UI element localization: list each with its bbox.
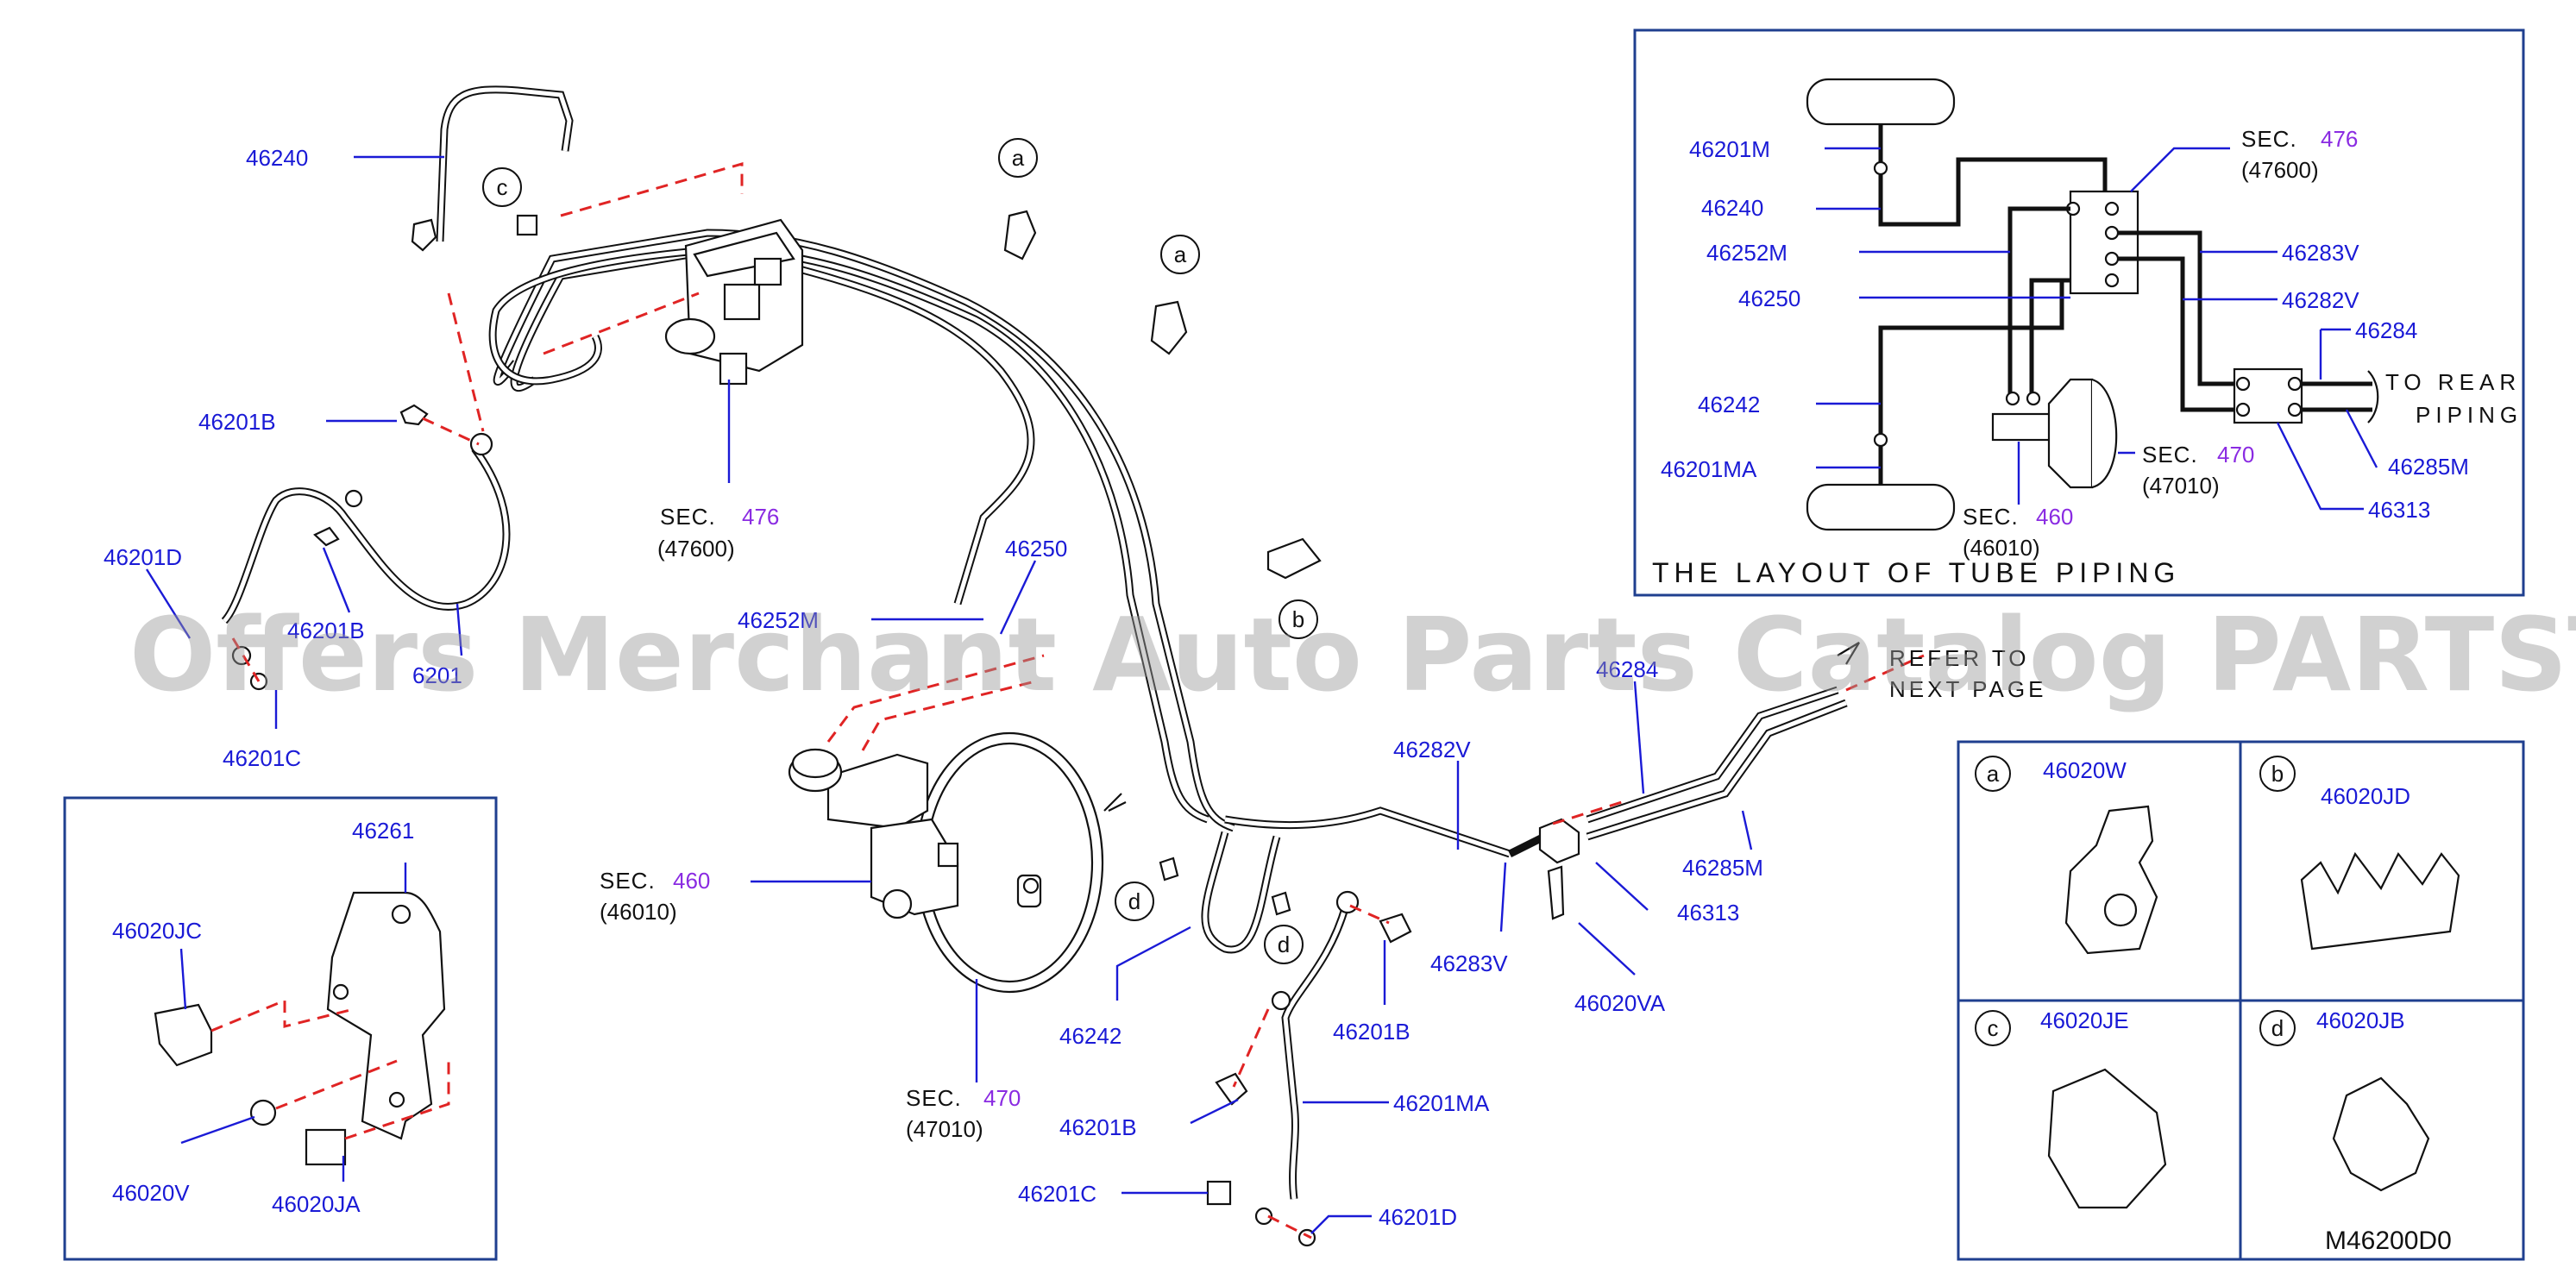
svg-text:46020JB: 46020JB	[2316, 1007, 2405, 1033]
svg-text:46282V: 46282V	[2282, 287, 2359, 313]
label-46261: 46261	[352, 818, 414, 844]
abs-actuator	[664, 218, 804, 386]
svg-text:(46010): (46010)	[1963, 535, 2040, 561]
svg-text:SEC.: SEC.	[600, 868, 656, 894]
svg-text:SEC.: SEC.	[906, 1085, 962, 1111]
svg-text:SEC.: SEC.	[2142, 442, 2198, 467]
svg-text:46020JD: 46020JD	[2321, 783, 2410, 809]
svg-text:460: 460	[2036, 504, 2073, 530]
svg-text:46020JE: 46020JE	[2040, 1007, 2129, 1033]
svg-text:SEC.: SEC.	[660, 504, 716, 530]
layout-box-title: THE LAYOUT OF TUBE PIPING	[1652, 557, 2180, 588]
callout-c: c	[482, 167, 522, 207]
clip-box: a 46020W b 46020JD c 46020JE d 46020JB M…	[1957, 740, 2525, 1261]
label-46201D-left: 46201D	[104, 544, 182, 570]
front-left-hose	[221, 218, 511, 691]
svg-text:46284: 46284	[2355, 317, 2417, 343]
callout-d-1: d	[1115, 882, 1154, 921]
label-46240: 46240	[246, 145, 308, 171]
watermark: Offers Merchant Auto Parts Catalog PARTS…	[129, 595, 2576, 714]
label-46020V: 46020V	[112, 1180, 190, 1206]
label-46201B-left: 46201B	[287, 618, 365, 643]
callout-a-2: a	[1160, 235, 1200, 274]
svg-text:470: 470	[2217, 442, 2254, 467]
junction-46313	[1538, 818, 1580, 920]
svg-text:SEC.: SEC.	[1963, 504, 2019, 530]
svg-text:46285M: 46285M	[2388, 454, 2469, 480]
label-46313: 46313	[1677, 900, 1739, 925]
svg-text:46020W: 46020W	[2043, 757, 2127, 783]
svg-text:b: b	[2271, 761, 2284, 787]
part-labels-main: 46240 46201B 46201D 46201B 6201 46201C 4…	[104, 145, 2046, 1234]
svg-text:c: c	[1988, 1015, 1999, 1041]
label-46020JC: 46020JC	[112, 918, 202, 944]
label-46201-left: 6201	[412, 662, 462, 688]
svg-text:46252M: 46252M	[1706, 240, 1787, 266]
layout-box: 46201M 46240 46252M 46250 46242 46201MA …	[1633, 28, 2525, 597]
svg-text:46201MA: 46201MA	[1661, 456, 1757, 482]
callout-a-1: a	[998, 138, 1038, 178]
svg-text:a: a	[1174, 242, 1187, 267]
svg-text:476: 476	[2321, 126, 2358, 152]
svg-text:d: d	[2271, 1015, 2284, 1041]
svg-text:d: d	[1128, 888, 1140, 914]
svg-text:46240: 46240	[1701, 195, 1763, 221]
label-46020VA: 46020VA	[1574, 990, 1666, 1016]
label-46250: 46250	[1005, 536, 1067, 562]
svg-text:a: a	[1012, 145, 1025, 171]
svg-text:(47600): (47600)	[2241, 157, 2319, 183]
svg-text:(47600): (47600)	[657, 536, 735, 562]
label-46201C-left: 46201C	[223, 745, 301, 771]
svg-text:PIPING: PIPING	[2416, 402, 2523, 428]
master-cylinder	[788, 748, 1127, 919]
svg-text:(47010): (47010)	[906, 1116, 983, 1142]
svg-text:TO REAR: TO REAR	[2385, 369, 2521, 395]
label-46201D-low: 46201D	[1379, 1204, 1457, 1230]
svg-text:c: c	[497, 174, 508, 200]
label-46201MA: 46201MA	[1393, 1090, 1490, 1116]
label-46020JA: 46020JA	[272, 1191, 361, 1217]
svg-text:470: 470	[983, 1085, 1021, 1111]
svg-text:46201M: 46201M	[1689, 136, 1770, 162]
label-46201B-mid: 46201B	[1333, 1019, 1411, 1045]
main-tube-bundle	[436, 85, 1848, 954]
svg-text:(47010): (47010)	[2142, 473, 2220, 499]
loose-clips	[516, 210, 1322, 916]
label-46283V: 46283V	[1430, 951, 1508, 976]
svg-text:476: 476	[742, 504, 779, 530]
refer-line1: REFER TO	[1889, 645, 2030, 671]
svg-text:46242: 46242	[1698, 392, 1760, 417]
front-right-hose	[1206, 890, 1412, 1247]
label-46201C-low: 46201C	[1018, 1181, 1096, 1207]
label-46285M: 46285M	[1682, 855, 1763, 881]
label-46201B-low: 46201B	[1059, 1114, 1137, 1140]
diagram-code: M46200D0	[2325, 1227, 2452, 1255]
label-46282V: 46282V	[1393, 737, 1471, 762]
callout-d-2: d	[1264, 925, 1304, 964]
label-46284: 46284	[1596, 656, 1658, 682]
label-46252M: 46252M	[738, 607, 819, 633]
svg-text:46250: 46250	[1738, 285, 1800, 311]
label-46201B-top: 46201B	[198, 409, 276, 435]
svg-text:(46010): (46010)	[600, 899, 677, 925]
svg-text:46313: 46313	[2368, 497, 2430, 523]
svg-text:b: b	[1292, 606, 1304, 632]
svg-text:d: d	[1278, 932, 1290, 957]
svg-text:46283V: 46283V	[2282, 240, 2359, 266]
svg-text:460: 460	[673, 868, 710, 894]
brake-booster	[914, 731, 1104, 994]
svg-text:a: a	[1987, 761, 2000, 787]
dashed-leaders	[231, 162, 1925, 1239]
refer-line2: NEXT PAGE	[1889, 676, 2046, 702]
sec476-ref: SEC. 476 (47600)	[657, 380, 779, 562]
label-46242: 46242	[1059, 1023, 1122, 1049]
callout-b: b	[1279, 599, 1318, 639]
sec470-ref: SEC. 470 (47010)	[906, 979, 1021, 1142]
svg-text:SEC.: SEC.	[2241, 126, 2297, 152]
sec460-ref: SEC. 460 (46010)	[600, 868, 871, 925]
bracket-box: 46261 46020JC 46020V 46020JA	[63, 796, 498, 1261]
